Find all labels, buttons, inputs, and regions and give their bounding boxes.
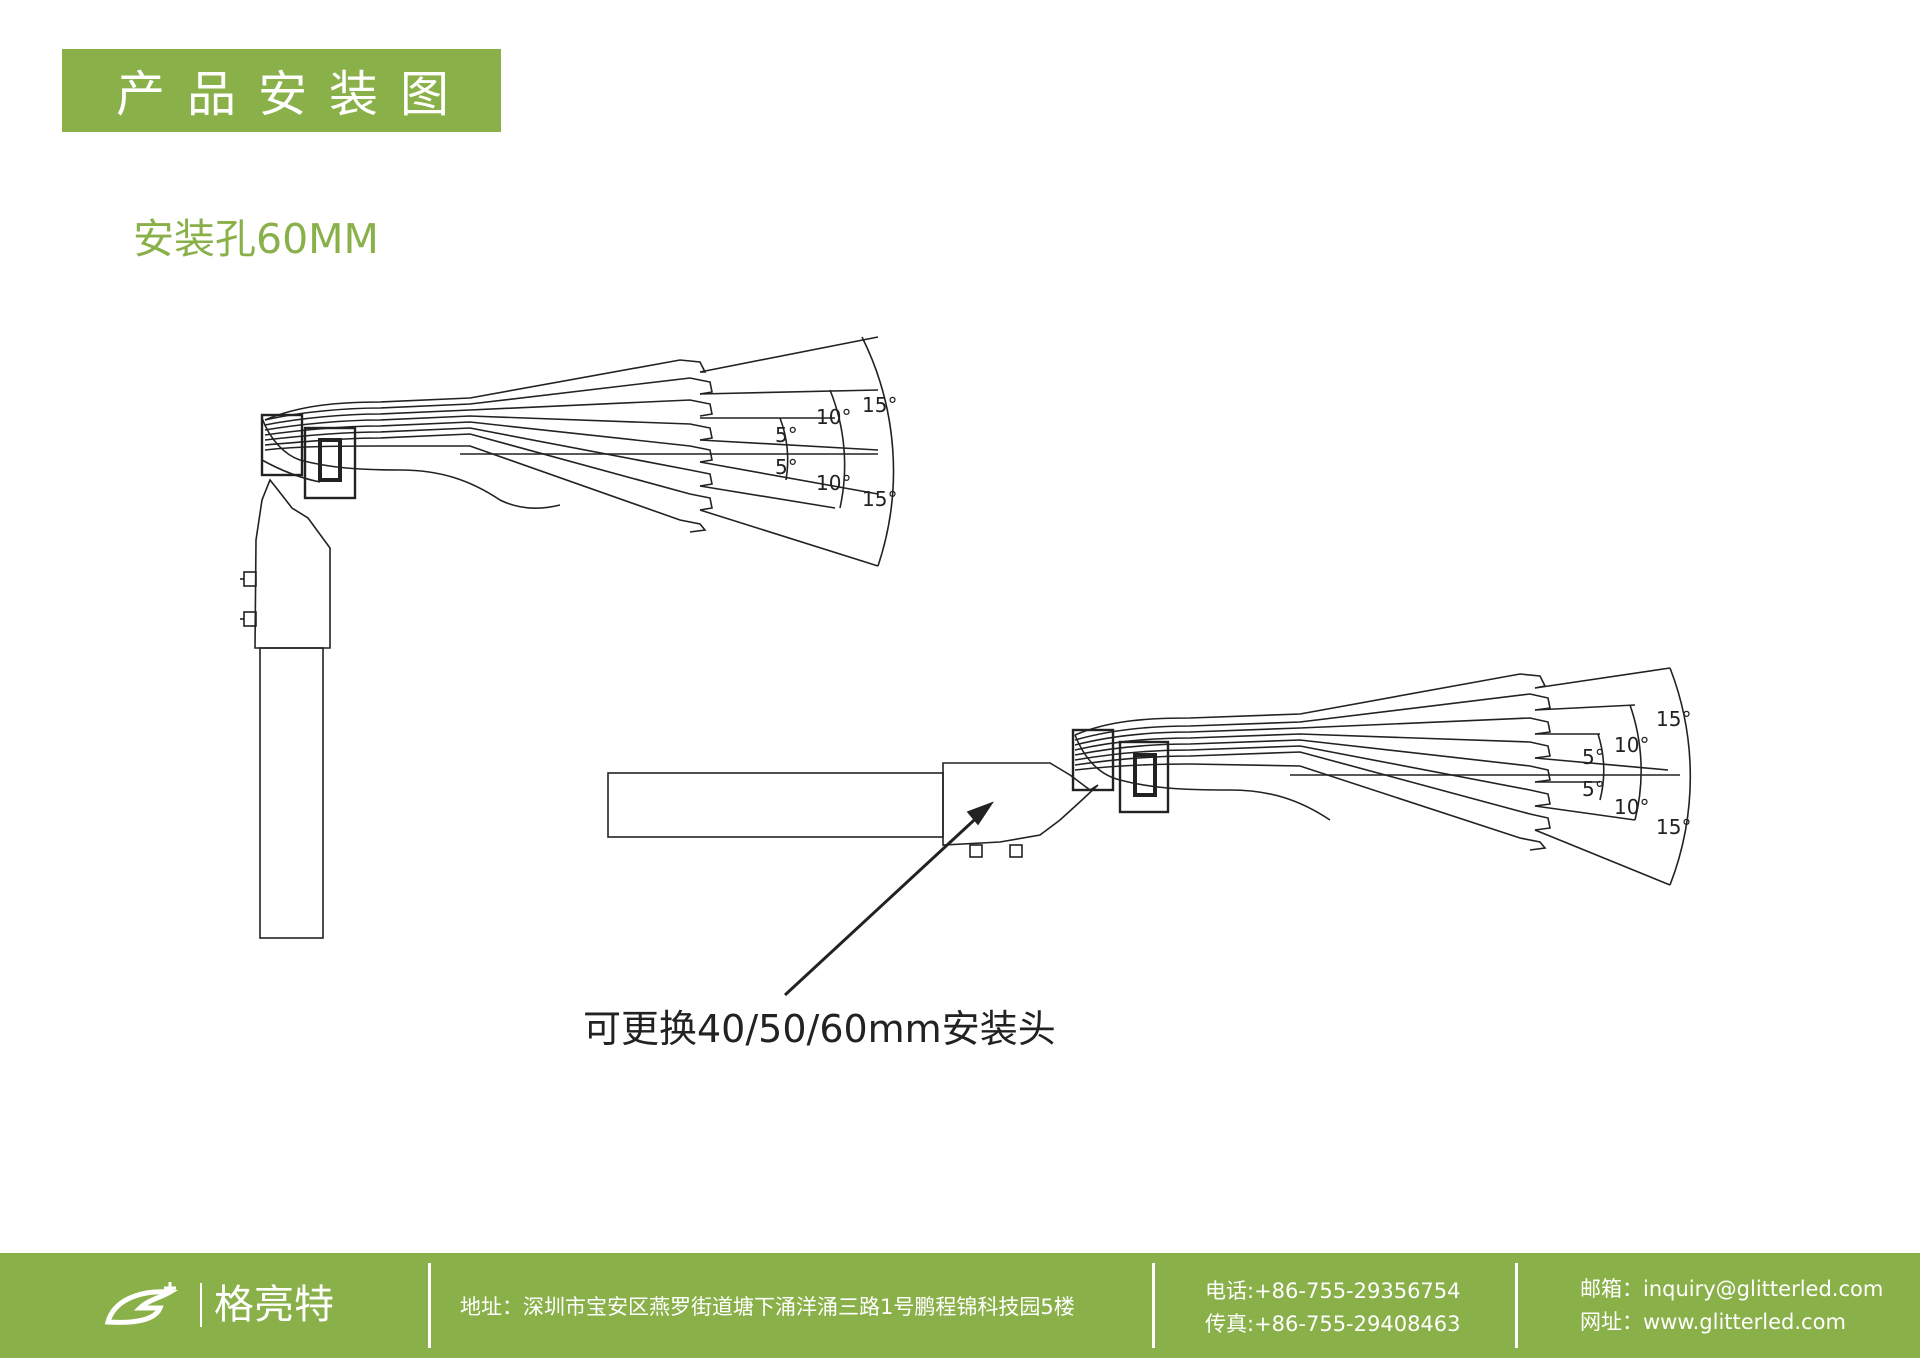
installation-drawing: 15° 10° 5° 5° 10° 15° 15° 10° 5° 5° 10° … [240, 336, 1692, 997]
beam-angle-fan-top [460, 336, 895, 567]
angle-label: 5° [775, 423, 798, 447]
beam-angle-fan-bottom [1290, 667, 1692, 886]
angle-label: 5° [1582, 777, 1605, 801]
logo-leaf-icon [104, 1282, 179, 1325]
horizontal-pole [607, 762, 1099, 858]
angle-label: 10° [1614, 733, 1649, 757]
footer-divider [1152, 1263, 1155, 1348]
angle-labels-top: 15° 10° 5° 5° 10° 15° [775, 393, 897, 511]
callout-arrow [783, 801, 995, 997]
lamp-head-bottom [1071, 673, 1551, 851]
footer-divider [428, 1263, 431, 1348]
footer-contact: 邮箱：inquiry@glitterled.com 网址：www.glitter… [1580, 1273, 1883, 1339]
footer-fax: 传真:+86-755-29408463 [1205, 1312, 1461, 1336]
lamp-head-top [260, 359, 713, 533]
brand-logo: 格亮特 [100, 1275, 334, 1335]
brand-name: 格亮特 [200, 1283, 334, 1327]
footer: 格亮特 地址：深圳市宝安区燕罗街道塘下涌洋涌三路1号鹏程锦科技园5楼 电话:+8… [0, 1253, 1920, 1358]
footer-divider [1515, 1263, 1518, 1348]
angle-label: 15° [862, 393, 897, 417]
footer-website[interactable]: 网址：www.glitterled.com [1580, 1310, 1846, 1334]
angle-label: 15° [862, 487, 897, 511]
page-title: 产品安装图 [116, 66, 472, 123]
angle-label: 10° [816, 405, 851, 429]
footer-phones: 电话:+86-755-29356754 传真:+86-755-29408463 [1205, 1275, 1461, 1341]
angle-label: 10° [1614, 795, 1649, 819]
footer-email[interactable]: 邮箱：inquiry@glitterled.com [1580, 1277, 1884, 1301]
angle-label: 15° [1656, 815, 1691, 839]
angle-label: 10° [816, 471, 851, 495]
title-banner: 产品安装图 [62, 49, 501, 132]
vertical-pole [240, 478, 331, 939]
angle-label: 15° [1656, 707, 1691, 731]
interchangeable-head-callout: 可更换40/50/60mm安装头 [583, 1007, 1056, 1051]
mounting-hole-subtitle: 安装孔60MM [133, 215, 379, 263]
footer-address: 地址：深圳市宝安区燕罗街道塘下涌洋涌三路1号鹏程锦科技园5楼 [460, 1295, 1075, 1319]
angle-label: 5° [1582, 745, 1605, 769]
angle-label: 5° [775, 455, 798, 479]
footer-phone: 电话:+86-755-29356754 [1205, 1279, 1461, 1303]
angle-labels-bottom: 15° 10° 5° 5° 10° 15° [1582, 707, 1691, 839]
